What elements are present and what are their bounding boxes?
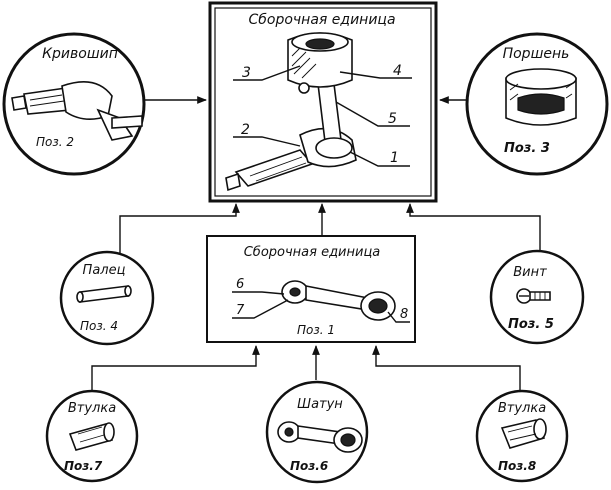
crankshaft-part-drawing (11, 80, 143, 141)
top-callout-lines (233, 65, 412, 167)
pin-pos: Поз. 4 (80, 319, 118, 333)
sub-assembly-title: Сборочная единица (244, 245, 381, 260)
callout-2: 2 (241, 122, 250, 138)
crankshaft-pos: Поз. 2 (36, 135, 74, 149)
connector-pin-to-top (119, 203, 240, 258)
sub-assembly-rod-drawing (281, 280, 396, 321)
connector-bushing-left-to-sub (91, 345, 260, 396)
rod-name: Шатун (297, 397, 343, 412)
connector-screw-to-top (406, 203, 541, 256)
callout-8: 8 (400, 307, 408, 322)
assembled-piston-drawing (287, 32, 353, 94)
bushing-right-name: Втулка (498, 401, 546, 416)
piston-pos: Поз. 3 (504, 141, 550, 156)
screw-name: Винт (513, 265, 547, 280)
bushing-left-name: Втулка (68, 401, 116, 416)
bushing-right-part-drawing (500, 418, 547, 449)
piston-name: Поршень (503, 46, 570, 62)
connector-bushing-right-to-sub (372, 345, 521, 396)
bushing-left-part-drawing (68, 422, 115, 451)
crankshaft-name: Кривошип (42, 46, 118, 62)
bushing-right-pos: Поз.8 (498, 459, 536, 473)
pin-name: Палец (83, 263, 126, 278)
screw-pos: Поз. 5 (508, 317, 554, 332)
piston-part-drawing (505, 68, 577, 126)
sub-callout-lines (232, 291, 410, 323)
callout-6: 6 (236, 277, 244, 292)
rod-part-drawing (277, 421, 363, 453)
bushing-left-pos: Поз.7 (64, 459, 103, 473)
callout-7: 7 (236, 303, 245, 318)
sub-assembly-pos: Поз. 1 (297, 323, 335, 337)
callout-1: 1 (390, 150, 399, 166)
rod-pos: Поз.6 (290, 459, 328, 473)
callout-4: 4 (393, 63, 402, 79)
callout-3: 3 (242, 65, 251, 81)
screw-part-drawing (516, 288, 551, 304)
pin-part-drawing (76, 285, 132, 303)
top-assembly-title: Сборочная единица (248, 12, 395, 28)
assembled-rod-drawing (315, 83, 353, 159)
callout-5: 5 (388, 111, 397, 127)
